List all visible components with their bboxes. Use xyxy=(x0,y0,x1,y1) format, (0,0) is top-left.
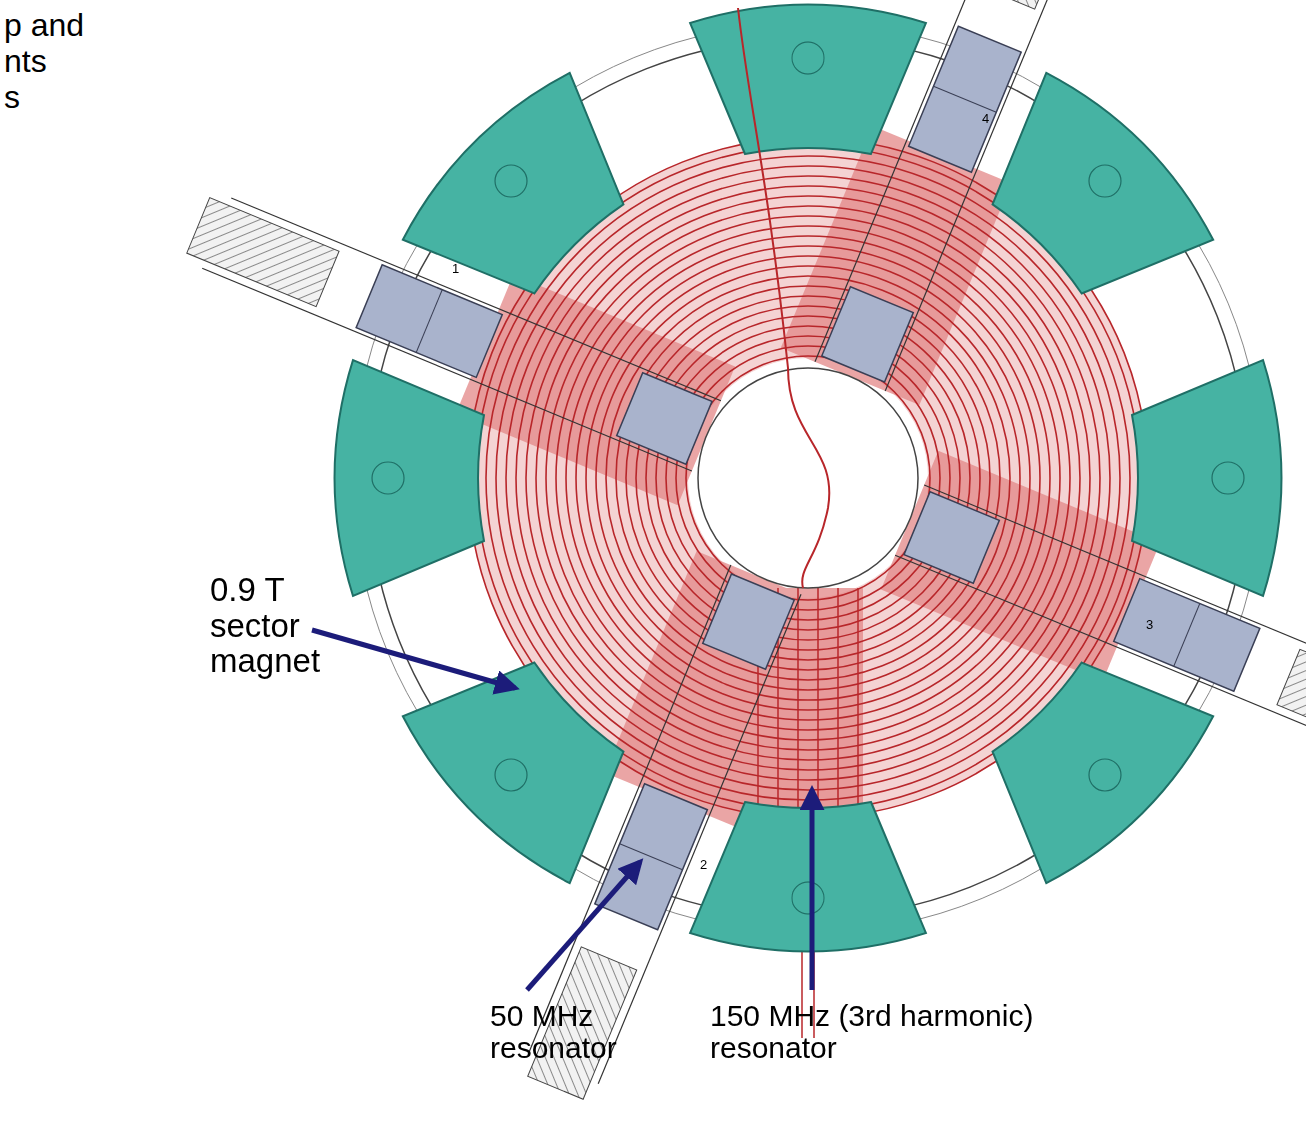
leader-arrow xyxy=(810,790,815,990)
callout-label: 150 MHz (3rd harmonic) resonator xyxy=(710,1000,1082,1065)
leader-arrow xyxy=(527,862,640,990)
cut-text: nts xyxy=(4,44,47,79)
cyclotron-drawing xyxy=(184,0,1306,1102)
injection-line xyxy=(738,8,788,368)
callout-number: 4 xyxy=(982,112,989,126)
cut-text: p and xyxy=(4,8,84,43)
outer-ring xyxy=(368,38,1248,918)
resonators xyxy=(184,0,1306,1102)
callout-number: 1 xyxy=(452,262,459,276)
leader-arrow xyxy=(312,630,515,688)
sector-magnets xyxy=(335,5,1282,952)
callout-number: 2 xyxy=(700,858,707,872)
outer-ring xyxy=(353,23,1263,933)
leader-arrows xyxy=(312,630,812,990)
callout-number: 3 xyxy=(1146,618,1153,632)
injection-line xyxy=(788,368,829,588)
callout-label: 50 MHz resonator xyxy=(490,1000,640,1065)
callout-label: 0.9 T sector magnet xyxy=(210,572,342,679)
central-region xyxy=(698,368,918,588)
cut-text: s xyxy=(4,80,20,115)
